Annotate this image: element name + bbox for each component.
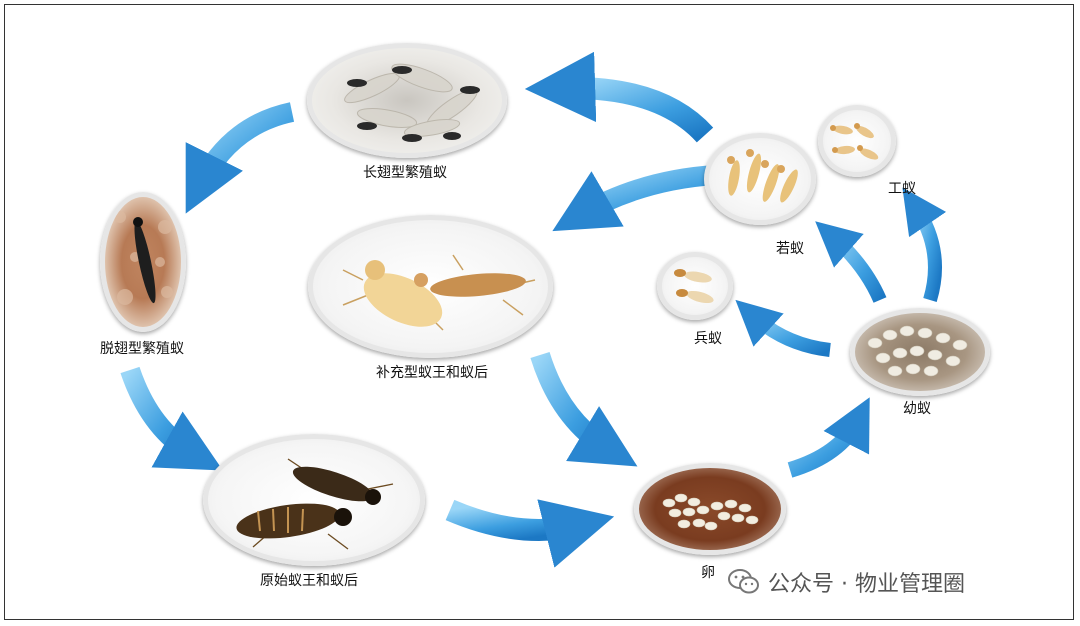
larva-photo [850,308,990,396]
arrow-nymph-to-supplementary [552,165,716,232]
nymph-label: 若蚁 [776,241,804,257]
dealate-termite-illustration [114,211,173,305]
soldier-group-illustration [674,269,714,304]
watermark-text: 公众号 · 物业管理圈 [768,572,965,597]
diagram-frame [4,4,1074,620]
nymph-photo [704,133,816,225]
arrow-supplementary-to-egg [530,351,638,467]
nymph-group-illustration [727,149,798,203]
arrow-larva-to-soldier [735,299,831,357]
egg-label: 卵 [701,565,715,581]
primary-pair-illustration [236,458,394,550]
egg-photo [634,463,786,555]
arrow-dealate-to-primary [120,366,223,471]
egg-cluster-illustration [662,493,759,531]
worker-group-illustration [830,123,879,160]
supplementary-pair-label: 补充型蚁王和蚁后 [376,365,488,381]
winged-reproductive-photo [307,43,507,158]
soldier-photo [657,252,733,320]
larva-label: 幼蚁 [903,401,931,417]
dealate-reproductive-label: 脱翅型繁殖蚁 [100,341,184,357]
arrow-primary-to-egg [445,499,615,568]
worker-photo [818,105,896,177]
worker-label: 工蚁 [888,181,916,197]
soldier-label: 兵蚁 [694,331,722,347]
winged-reproductive-label: 长翅型繁殖蚁 [363,165,447,181]
dealate-reproductive-photo [100,192,186,332]
primary-pair-label: 原始蚁王和蚁后 [260,573,358,589]
wechat-icon [728,569,759,594]
winged-termites-illustration [344,63,480,142]
supplementary-pair-illustration [342,254,536,331]
arrow-winged-to-dealate [185,102,295,214]
larva-cluster-illustration [867,325,968,377]
arrow-egg-to-larva [787,397,870,478]
watermark: 公众号 · 物业管理圈 [728,566,965,598]
supplementary-pair-photo [308,215,553,358]
arrow-larva-to-worker [902,187,947,303]
arrow-larva-to-nymph [815,221,887,303]
primary-pair-photo [203,434,425,566]
arrow-nymph-to-winged [524,51,714,143]
